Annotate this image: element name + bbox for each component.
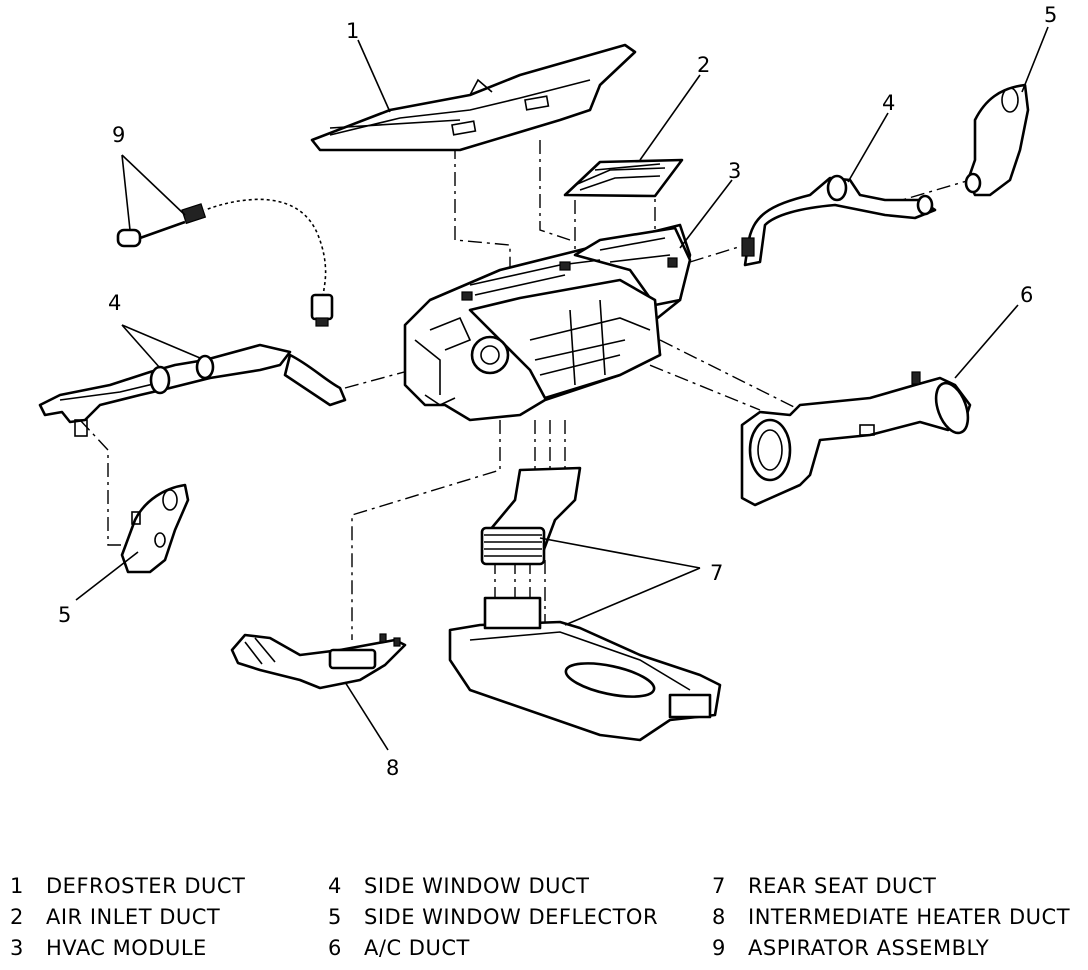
legend-label: AIR INLET DUCT (46, 905, 221, 929)
legend-label: SIDE WINDOW DEFLECTOR (364, 905, 659, 929)
side-window-duct-right (741, 174, 937, 267)
legend-label: HVAC MODULE (46, 936, 207, 960)
legend-item-1: 1 DEFROSTER DUCT (10, 874, 245, 898)
callout-5-left: 5 (58, 603, 71, 627)
callout-4-right: 4 (882, 91, 895, 115)
legend-item-9: 9 ASPIRATOR ASSEMBLY (712, 936, 989, 960)
callout-6: 6 (1020, 283, 1033, 307)
legend-item-8: 8 INTERMEDIATE HEATER DUCT (712, 905, 1070, 929)
ac-duct (740, 371, 972, 507)
leader-lines (75, 26, 1049, 751)
legend-label: A/C DUCT (364, 936, 470, 960)
aspirator-assembly (116, 197, 334, 327)
legend-label: DEFROSTER DUCT (46, 874, 246, 898)
legend-item-4: 4 SIDE WINDOW DUCT (328, 874, 589, 898)
legend-number: 6 (328, 936, 342, 960)
hvac-module (403, 223, 692, 422)
callout-2: 2 (697, 53, 710, 77)
callout-8: 8 (386, 756, 399, 780)
side-window-deflector-left (120, 483, 190, 574)
legend-number: 2 (10, 905, 24, 929)
legend-label: SIDE WINDOW DUCT (364, 874, 590, 898)
legend-number: 3 (10, 936, 24, 960)
legend-label: REAR SEAT DUCT (748, 874, 937, 898)
defroster-duct (310, 43, 637, 152)
side-window-deflector-right (964, 83, 1030, 197)
callout-5-right: 5 (1044, 3, 1057, 27)
legend-number: 9 (712, 936, 726, 960)
air-inlet-duct (563, 158, 684, 198)
callout-1: 1 (346, 19, 359, 43)
legend-label: ASPIRATOR ASSEMBLY (748, 936, 990, 960)
side-window-duct-left (38, 343, 347, 437)
legend-item-3: 3 HVAC MODULE (10, 936, 207, 960)
legend-label: INTERMEDIATE HEATER DUCT (748, 905, 1071, 929)
legend-item-7: 7 REAR SEAT DUCT (712, 874, 936, 898)
intermediate-heater-duct (230, 633, 407, 690)
callout-4-left: 4 (108, 291, 121, 315)
legend-number: 5 (328, 905, 342, 929)
legend-item-6: 6 A/C DUCT (328, 936, 470, 960)
legend-number: 8 (712, 905, 726, 929)
parts-legend: 1 DEFROSTER DUCT 2 AIR INLET DUCT 3 HVAC MO… (0, 870, 1088, 970)
callout-7: 7 (710, 561, 723, 585)
rear-seat-duct (448, 466, 722, 742)
callouts: 1 2 3 4 4 5 5 6 7 8 9 (58, 3, 1057, 780)
legend-item-5: 5 SIDE WINDOW DEFLECTOR (328, 905, 658, 929)
legend-item-2: 2 AIR INLET DUCT (10, 905, 220, 929)
legend-number: 1 (10, 874, 24, 898)
legend-number: 4 (328, 874, 342, 898)
callout-9: 9 (112, 123, 125, 147)
callout-3: 3 (728, 159, 741, 183)
legend-number: 7 (712, 874, 726, 898)
